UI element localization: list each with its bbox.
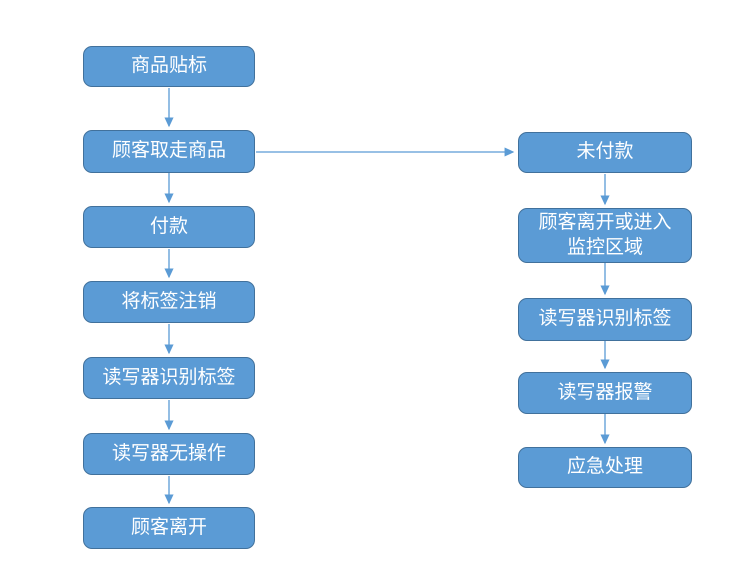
node-reader-no-action: 读写器无操作 [83, 433, 255, 475]
node-customer-takes-goods: 顾客取走商品 [83, 130, 255, 173]
node-unpaid: 未付款 [518, 132, 692, 173]
node-reader-alarm: 读写器报警 [518, 372, 692, 414]
node-emergency-handling: 应急处理 [518, 447, 692, 488]
node-customer-leaves: 顾客离开 [83, 507, 255, 549]
node-product-labeling: 商品贴标 [83, 46, 255, 87]
node-customer-leaves-or-enters-monitored-area: 顾客离开或进入监控区域 [518, 208, 692, 263]
node-payment: 付款 [83, 206, 255, 248]
node-reader-identifies-tag: 读写器识别标签 [83, 357, 255, 399]
node-deactivate-tag: 将标签注销 [83, 281, 255, 323]
node-reader-identifies-tag-right: 读写器识别标签 [518, 298, 692, 341]
